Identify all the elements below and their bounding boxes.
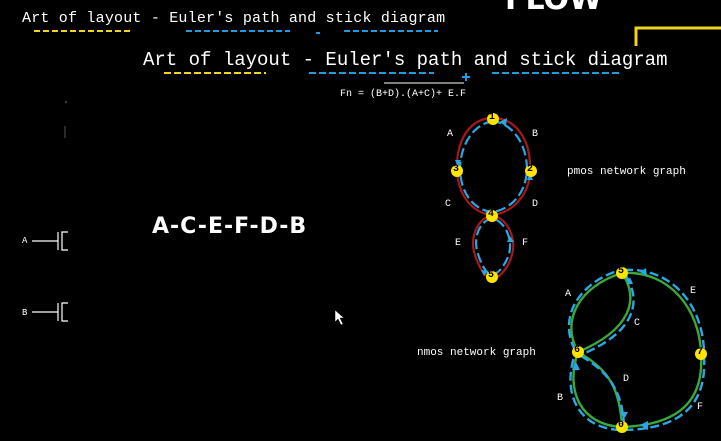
main-plus-icon [462,73,470,81]
function-formula: Fn = (B+D).(A+C)+ E.F [340,89,467,100]
pmos-graph [455,116,532,281]
nmos-node-0-label: 0 [618,420,625,431]
pmos-edge-b: B [532,129,539,140]
corner-bracket [634,26,721,46]
nmos-edge-a: A [565,289,572,300]
nmos-node-7-label: 7 [697,347,704,358]
pmos-edge-d: D [532,199,539,210]
graph-nodes [451,113,707,433]
nmos-node-5 [616,267,628,279]
nmos-graph [567,268,706,432]
nmos-node-0 [616,421,628,433]
nmos-edge-f: F [697,402,704,413]
transistor-input-a: A [22,236,28,246]
pmos-node-4-label: 4 [488,209,495,220]
main-title: Art of layout - Euler's path and stick d… [143,49,668,71]
pmos-edge-f: F [522,238,529,249]
pmos-node-5 [486,271,498,283]
nmos-edge-b: B [557,393,564,404]
pmos-node-5-label: 5 [488,270,495,281]
corner-heading: FLOW [505,0,602,17]
pmos-node-4 [486,210,498,222]
pmos-edge-a: A [447,129,454,140]
pmos-graph-label: pmos network graph [567,166,686,178]
pmos-node-3 [451,165,463,177]
pmos-node-2-label: 2 [527,164,534,175]
transistor-b-icon [32,302,68,322]
nmos-edge-d: D [623,374,630,385]
nmos-edge-e: E [690,286,697,297]
mouse-cursor-icon [334,309,345,326]
pmos-edge-e: E [455,238,462,249]
nmos-node-6-label: 6 [574,345,581,356]
transistor-a-icon [32,231,68,251]
pmos-node-1 [487,113,499,125]
nmos-graph-label: nmos network graph [417,347,536,359]
slide-top-title: Art of layout - Euler's path and stick d… [22,10,446,27]
nmos-node-5-label: 5 [618,266,625,277]
transistor-input-b: B [22,308,28,318]
nmos-node-6 [572,346,584,358]
nmos-edge-c: C [634,318,641,329]
pmos-node-1-label: 1 [489,112,496,123]
euler-path-sequence: A-C-E-F-D-B [152,214,308,239]
pmos-edge-c: C [445,199,452,210]
pmos-node-2 [525,165,537,177]
pmos-node-3-label: 3 [453,164,460,175]
nmos-node-7 [695,348,707,360]
